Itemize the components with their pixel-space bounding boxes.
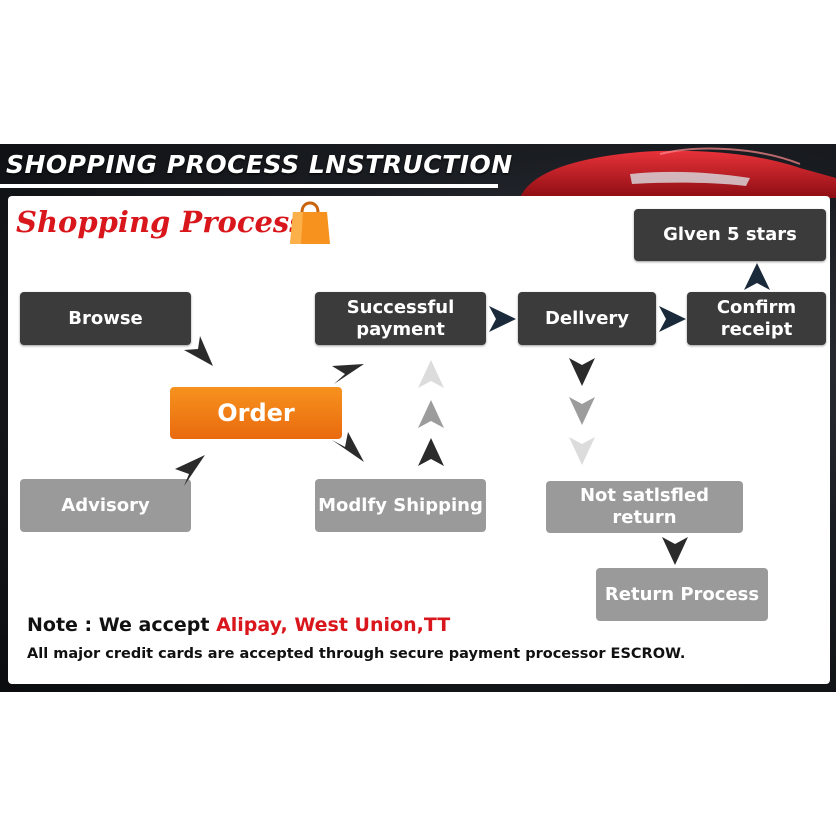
order-step: Order <box>170 387 342 439</box>
shopping-bag-icon <box>290 201 330 244</box>
modify-shipping-step: Modlfy Shipping <box>315 479 486 532</box>
panel-title: Shopping Process <box>16 205 306 239</box>
not-satisfied-return-step: Not satlsfled return <box>546 481 743 533</box>
note-payment-methods: Note : We accept Alipay, West Union,TT <box>27 614 450 636</box>
return-process-step: Return Process <box>596 568 768 621</box>
note-detail: All major credit cards are accepted thro… <box>27 646 686 662</box>
note-prefix: Note : We accept <box>27 614 217 636</box>
successful-payment-step: Successful payment <box>315 292 486 345</box>
browse-step: Browse <box>20 292 191 345</box>
given-5-stars-step: Glven 5 stars <box>634 209 826 261</box>
note-methods: Alipay, West Union,TT <box>216 614 451 636</box>
advisory-step: Advisory <box>20 479 191 532</box>
banner-title: SHOPPING PROCESS LNSTRUCTION <box>6 150 513 179</box>
red-car-image <box>520 147 836 198</box>
title-underline <box>0 184 498 188</box>
delivery-step: Dellvery <box>518 292 656 345</box>
confirm-receipt-step: Confirm receipt <box>687 292 826 345</box>
